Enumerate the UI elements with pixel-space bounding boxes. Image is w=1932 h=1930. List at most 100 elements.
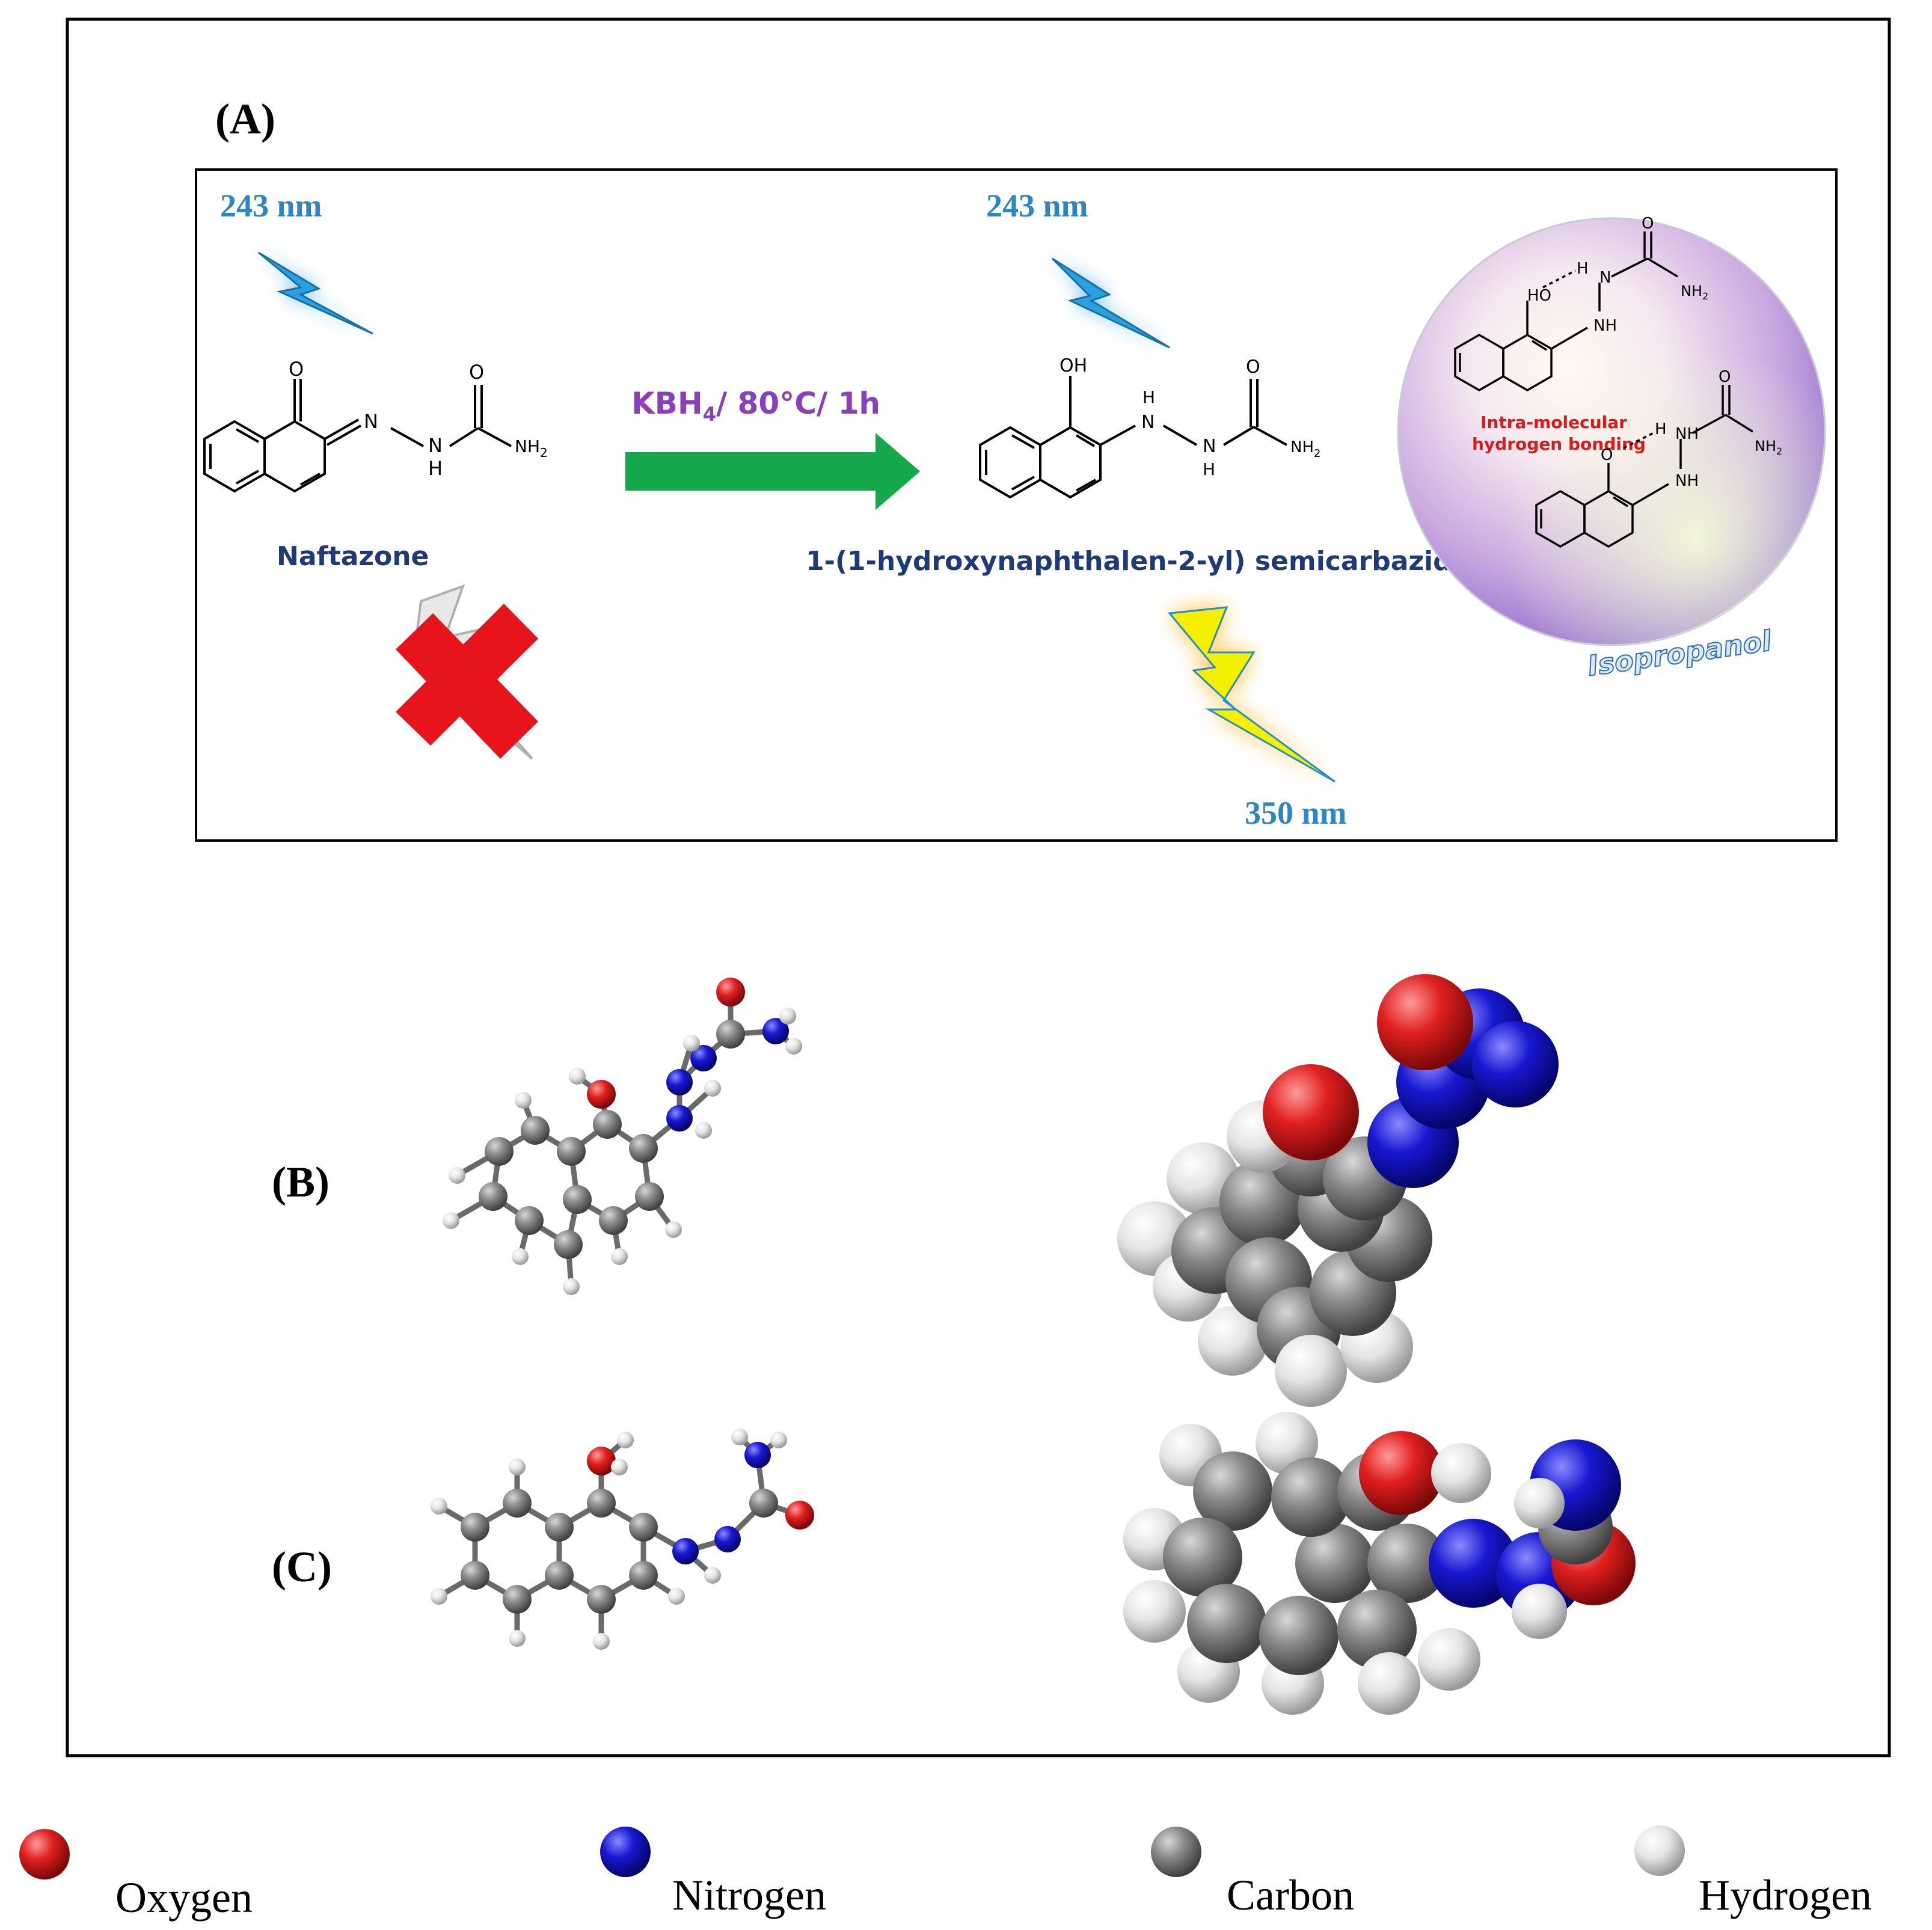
oxygen-atom bbox=[1359, 1431, 1443, 1515]
sphere-bottom-h-label: H bbox=[1655, 420, 1667, 438]
legend-hydrogen-label: Hydrogen bbox=[1699, 1871, 1872, 1919]
sphere-structure-bottom bbox=[1535, 385, 1753, 548]
no-emission-icon bbox=[396, 584, 538, 760]
legend: Oxygen Nitrogen Carbon Hydrogen bbox=[19, 1825, 1872, 1922]
hydrogen-atom bbox=[611, 1248, 628, 1265]
sphere-bottom-nh-label: NH bbox=[1675, 425, 1699, 443]
sphere-top-h-label: H bbox=[1577, 260, 1589, 278]
legend-hydrogen-swatch bbox=[1634, 1825, 1685, 1876]
hydrogen-atom bbox=[1431, 1443, 1491, 1503]
hydrogen-atom bbox=[1275, 1335, 1347, 1407]
oxygen-atom bbox=[1263, 1064, 1359, 1160]
outer-frame bbox=[66, 17, 1891, 1757]
panel-b-label: (B) bbox=[272, 1158, 330, 1206]
carbon-atom bbox=[515, 1206, 544, 1235]
carbon-atom bbox=[557, 1137, 586, 1166]
hydrogen-atom bbox=[512, 1248, 529, 1265]
carbon-atom bbox=[593, 1110, 622, 1139]
carbon-atom bbox=[461, 1561, 489, 1590]
carbon-atom bbox=[461, 1513, 489, 1542]
nitrogen-atom bbox=[690, 1045, 717, 1071]
hydrogen-atom bbox=[1418, 1628, 1480, 1691]
reagent-label: KBH4/ 80°C/ 1h bbox=[631, 386, 880, 426]
hydrogen-atom bbox=[431, 1498, 447, 1515]
lightning-blue-right-icon bbox=[1051, 257, 1170, 349]
nitrogen-atom bbox=[762, 1018, 789, 1044]
carbon-atom bbox=[521, 1116, 550, 1145]
ball-stick-model-c bbox=[431, 1429, 814, 1650]
hydrogen-atom bbox=[1512, 1584, 1567, 1639]
legend-carbon-label: Carbon bbox=[1227, 1871, 1354, 1919]
legend-oxygen-swatch bbox=[19, 1829, 70, 1879]
sphere-top-ho-label: HO bbox=[1527, 287, 1551, 305]
carbon-atom bbox=[587, 1489, 616, 1518]
carbon-atom bbox=[629, 1561, 658, 1590]
product-n2-label: N bbox=[1203, 436, 1216, 457]
carbon-atom bbox=[1193, 1451, 1272, 1531]
hydrogen-atom bbox=[611, 1459, 628, 1475]
reaction-arrow bbox=[625, 433, 920, 510]
naftazone-nh-h-label: H bbox=[428, 457, 443, 480]
carbon-atom bbox=[545, 1513, 574, 1542]
hydrogen-atom bbox=[770, 1432, 787, 1448]
carbon-atom bbox=[629, 1134, 658, 1163]
nitrogen-atom bbox=[1472, 1021, 1559, 1107]
panel-c-label: (C) bbox=[272, 1543, 332, 1591]
product-nh2-h-label: H bbox=[1203, 459, 1215, 479]
naftazone-n1-label: N bbox=[364, 410, 378, 433]
sphere-top-n-label: N bbox=[1599, 269, 1611, 287]
hbond-line2: hydrogen bonding bbox=[1472, 434, 1646, 454]
hydrogen-atom bbox=[593, 1633, 610, 1650]
hydrogen-atom bbox=[443, 1212, 459, 1229]
sphere-bottom-o-label: O bbox=[1601, 446, 1613, 464]
carbon-atom bbox=[635, 1182, 664, 1211]
wavelength-emission-label: 350 nm bbox=[1245, 795, 1347, 831]
hydrogen-atom bbox=[668, 1588, 685, 1605]
carbon-atom bbox=[1187, 1584, 1266, 1663]
carbon-atom bbox=[1259, 1596, 1339, 1675]
carbon-atom bbox=[503, 1489, 532, 1518]
hydrogen-atom bbox=[617, 1432, 634, 1448]
hydrogen-atom bbox=[683, 1035, 700, 1052]
product-o-label: O bbox=[1246, 357, 1260, 378]
hydrogen-atom bbox=[431, 1588, 447, 1605]
product-nh1-label: H bbox=[1142, 387, 1155, 407]
wavelength-left-label: 243 nm bbox=[220, 188, 322, 224]
product-name: 1-(1-hydroxynaphthalen-2-yl) semicarbazi… bbox=[806, 546, 1470, 577]
product-structure bbox=[979, 376, 1287, 499]
product-oh-label: OH bbox=[1060, 355, 1087, 376]
carbon-atom bbox=[1163, 1518, 1242, 1597]
hydrogen-atom bbox=[665, 1221, 682, 1238]
hydrogen-atom bbox=[731, 1429, 748, 1445]
space-fill-model-c bbox=[1123, 1412, 1636, 1715]
hydrogen-atom bbox=[779, 1008, 796, 1025]
carbon-atom bbox=[563, 1185, 592, 1214]
oxygen-atom bbox=[587, 1447, 616, 1475]
carbon-atom bbox=[485, 1137, 514, 1166]
naftazone-nh2-label: NH2 bbox=[515, 437, 548, 460]
space-fill-model-b bbox=[1117, 974, 1559, 1407]
sphere-top-o-label: O bbox=[1642, 215, 1654, 233]
hydrogen-atom bbox=[1514, 1478, 1565, 1528]
hydrogen-atom bbox=[515, 1092, 532, 1109]
hydrogen-atom bbox=[695, 1122, 712, 1139]
ball-stick-model-b bbox=[443, 978, 802, 1295]
naftazone-o2-label: O bbox=[469, 361, 484, 384]
sphere-bottom-nh2-label: NH2 bbox=[1755, 438, 1782, 457]
oxygen-atom bbox=[1377, 974, 1473, 1070]
sphere-bottom-o2-label: O bbox=[1719, 368, 1731, 386]
carbon-atom bbox=[554, 1230, 583, 1259]
naftazone-o-label: O bbox=[289, 358, 304, 381]
hydrogen-atom bbox=[509, 1630, 526, 1647]
sphere-top-nh2-label: NH2 bbox=[1681, 283, 1708, 302]
sphere-structure-top bbox=[1454, 231, 1678, 392]
wavelength-right-label: 243 nm bbox=[986, 188, 1088, 224]
carbon-atom bbox=[1295, 1524, 1375, 1603]
hbond-line1: Intra-molecular bbox=[1480, 412, 1627, 432]
carbon-atom bbox=[1337, 1590, 1417, 1669]
sphere-bottom-nh2-n-label: NH bbox=[1675, 472, 1699, 490]
nitrogen-atom bbox=[744, 1442, 771, 1468]
carbon-atom bbox=[479, 1182, 508, 1211]
nitrogen-atom bbox=[714, 1526, 741, 1552]
lightning-blue-left-icon bbox=[258, 251, 373, 335]
